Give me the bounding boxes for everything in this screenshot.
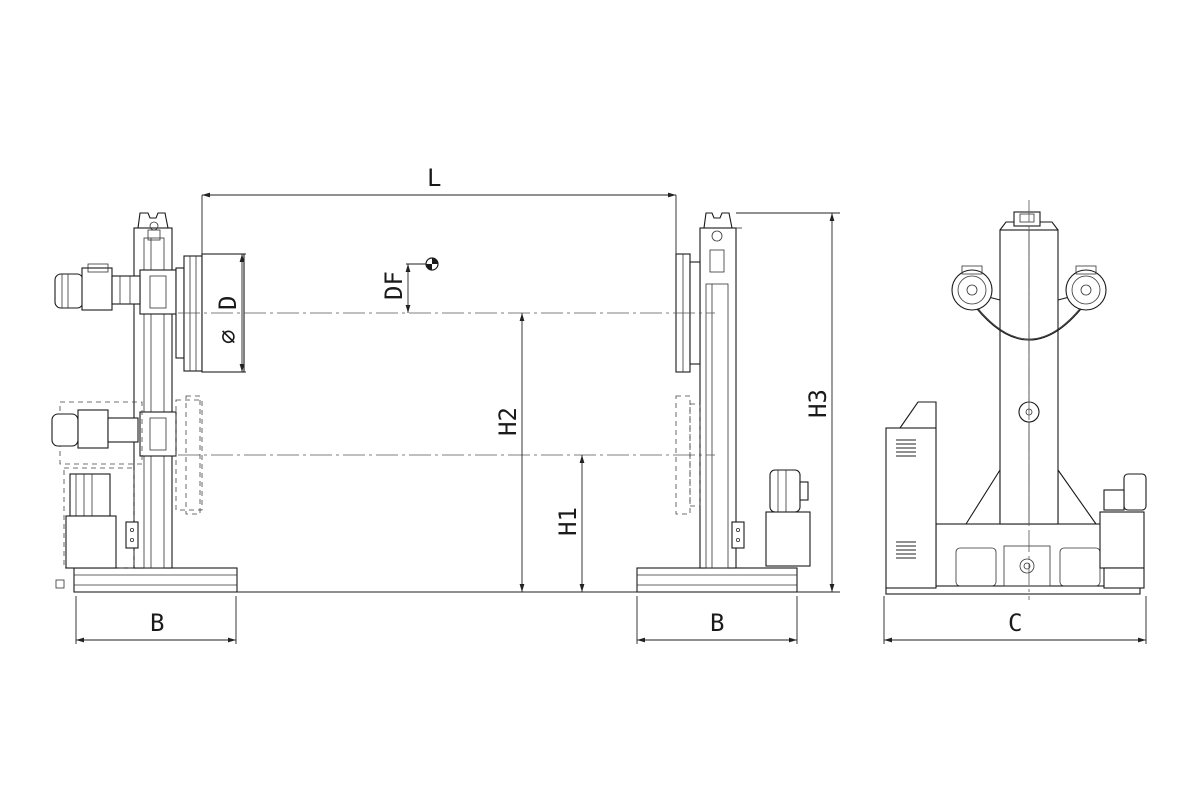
label-L: L: [427, 164, 441, 192]
label-B-left: B: [150, 609, 164, 637]
label-D: D: [214, 296, 242, 310]
center-lines: [74, 200, 1030, 600]
dimension-B-left: B: [75, 596, 237, 644]
label-C: C: [1008, 609, 1022, 637]
dimension-L: L: [201, 164, 677, 254]
label-H2: H2: [494, 407, 522, 436]
label-DF: DF: [380, 271, 408, 300]
side-view-positioner: [885, 211, 1147, 595]
dimension-H2: H2: [494, 313, 525, 592]
dimension-B-right: B: [636, 596, 798, 644]
label-H1: H1: [554, 507, 582, 536]
dimension-DF: DF: [380, 257, 439, 313]
label-B-right: B: [710, 609, 724, 637]
dimension-D: ⌀ D: [202, 253, 246, 373]
left-positioner-headstock: [51, 212, 245, 593]
center-of-gravity-icon: [425, 257, 439, 271]
label-diameter-symbol: ⌀: [214, 330, 242, 344]
dimension-C: C: [883, 596, 1147, 644]
right-positioner-tailstock: [636, 212, 811, 593]
label-H3: H3: [804, 389, 832, 418]
dimension-H1: H1: [554, 455, 585, 592]
dimension-H3: H3: [736, 212, 840, 592]
